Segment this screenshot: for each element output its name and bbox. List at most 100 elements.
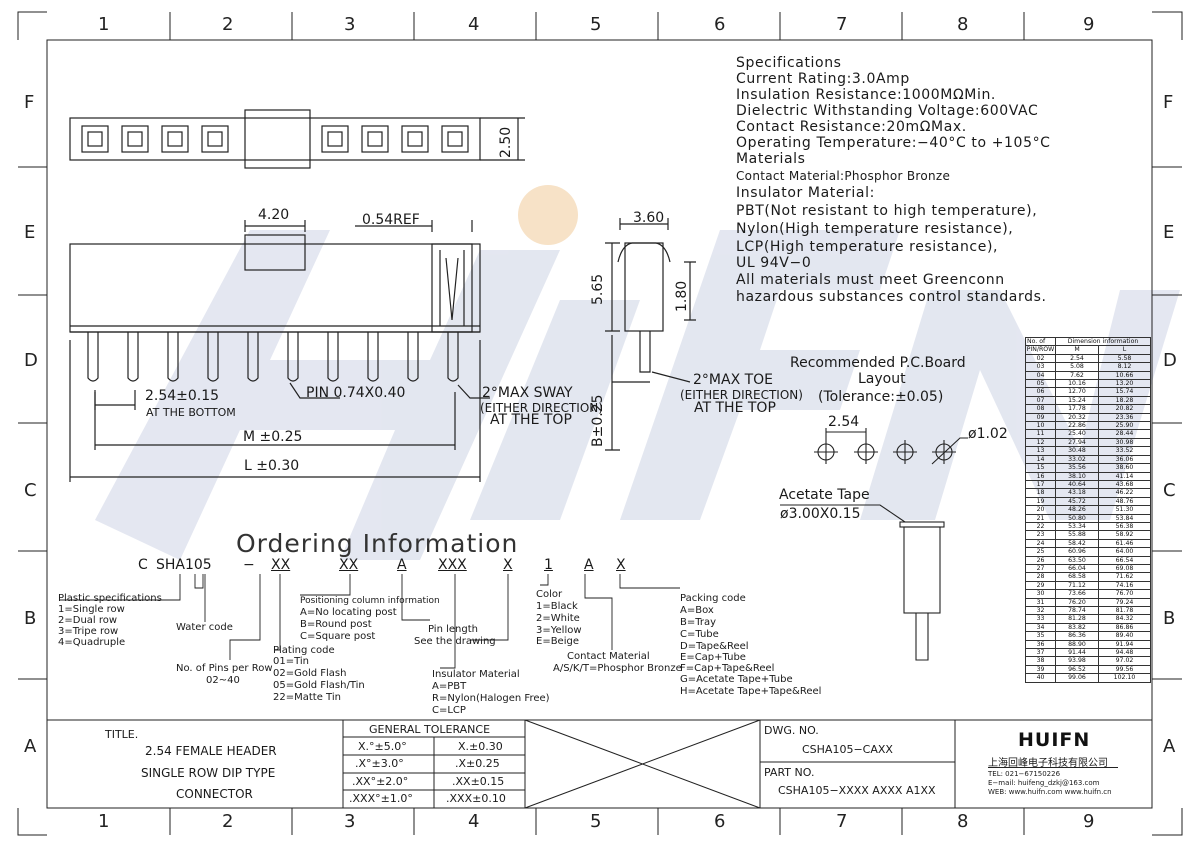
dim-table-l: 53.84	[1097, 513, 1152, 523]
dim-table-pins: 27	[1025, 563, 1056, 574]
water-code: Water code	[176, 622, 233, 633]
dim-table-m: 91.44	[1055, 648, 1099, 658]
dim-table-pins: 02	[1025, 353, 1056, 364]
dim-table-pins: 11	[1025, 429, 1056, 439]
row-label-right-a: A	[1163, 736, 1176, 757]
dim-width-360: 3.60	[633, 210, 665, 226]
col-label-top-3: 3	[344, 14, 356, 35]
order-code-dash: −	[243, 557, 255, 573]
dim-table-pins: 28	[1025, 572, 1056, 582]
dim-either: (EITHER DIRECTION)	[480, 401, 603, 415]
dim-pin: PIN 0.74X0.40	[306, 385, 406, 401]
spec-line: Current Rating:3.0Amp	[736, 71, 910, 87]
dim-table-l: 10.66	[1097, 370, 1152, 381]
dim-table-m: 22.86	[1055, 421, 1099, 431]
dim-table-m: 38.10	[1055, 471, 1099, 481]
col-label-top-1: 1	[98, 14, 110, 35]
col-label-bottom-5: 5	[590, 811, 602, 832]
dim-table-l: 41.14	[1097, 471, 1152, 481]
company-email: E−mail: huifeng_dzkj@163.com	[988, 779, 1100, 787]
dim-table-m: 76.20	[1055, 597, 1099, 608]
pcb-tolerance: (Tolerance:±0.05)	[818, 389, 944, 405]
col-label-top-5: 5	[590, 14, 602, 35]
dim-table-pins: 24	[1025, 538, 1056, 549]
dim-table-l: 30.98	[1097, 437, 1152, 448]
dim-table-m: 2.54	[1055, 353, 1099, 364]
dim-table-pins: 35	[1025, 631, 1056, 641]
packing-item: C=Tube	[680, 629, 719, 640]
packing-item: B=Tray	[680, 617, 717, 628]
dim-table-l: 20.82	[1097, 404, 1152, 414]
dim-table-l: 74.16	[1097, 580, 1152, 591]
dim-table-l: 23.36	[1097, 412, 1152, 423]
color-item: 1=Black	[536, 601, 578, 612]
tape-label: Acetate Tape	[779, 487, 870, 503]
dim-table-pins: 32	[1025, 605, 1056, 616]
dim-table-l: 56.38	[1097, 521, 1152, 532]
dim-toe: 2°MAX TOE	[693, 372, 774, 388]
plating-item: 22=Matte Tin	[273, 692, 341, 703]
dim-either-2: (EITHER DIRECTION)	[680, 388, 803, 402]
order-code-position: A	[397, 557, 407, 573]
col-label-top-8: 8	[957, 14, 969, 35]
positioning-item: A=No locating post	[300, 607, 397, 618]
tolerance-linear: .X±0.25	[455, 757, 500, 770]
packing-item: D=Tape&Reel	[680, 641, 749, 652]
dim-table-m: 73.66	[1055, 589, 1099, 599]
dim-table-m: 50.80	[1055, 513, 1099, 523]
contact-title: Contact Material	[567, 651, 650, 662]
dim-table-header-info: Dimension information	[1055, 336, 1151, 347]
dim-at-bottom: AT THE BOTTOM	[146, 406, 236, 419]
row-label-left-f: F	[24, 92, 35, 113]
spec-line: All materials must meet Greenconn	[736, 272, 1005, 288]
dim-table-l: 61.46	[1097, 538, 1152, 549]
pcb-holes	[814, 428, 968, 465]
dim-table-m: 93.98	[1055, 656, 1099, 666]
tolerance-header: GENERAL TOLERANCE	[369, 723, 491, 736]
dim-table-pins: 05	[1025, 379, 1056, 389]
col-label-bottom-1: 1	[98, 811, 110, 832]
row-label-right-e: E	[1163, 222, 1175, 243]
positioning-item: B=Round post	[300, 619, 372, 630]
dim-table-l: 58.92	[1097, 530, 1152, 540]
col-label-bottom-2: 2	[222, 811, 234, 832]
packing-item: A=Box	[680, 605, 714, 616]
ordering-title: Ordering Information	[236, 529, 519, 558]
dim-at-top-2: AT THE TOP	[694, 400, 776, 416]
part-number: CSHA105−XXXX AXXX A1XX	[778, 784, 936, 797]
dim-table-l: 36.06	[1097, 454, 1152, 465]
title-block-lines	[47, 719, 1152, 809]
insulator-item: A=PBT	[432, 681, 467, 692]
dim-table-m: 17.78	[1055, 404, 1099, 414]
dim-table-m: 10.16	[1055, 379, 1099, 389]
row-label-left-d: D	[24, 350, 38, 371]
packing-item: H=Acetate Tape+Tape&Reel	[680, 686, 822, 697]
spec-line: Insulation Resistance:1000MΩMin.	[736, 87, 996, 103]
col-label-bottom-9: 9	[1083, 811, 1095, 832]
packing-item: G=Acetate Tape+Tube	[680, 674, 793, 685]
dim-table-pins: 06	[1025, 387, 1056, 397]
tolerance-linear: X.±0.30	[458, 740, 503, 753]
company-tel: TEL: 021−67150226	[988, 770, 1061, 778]
dim-table-pins: 40	[1025, 673, 1056, 683]
plastic-spec-item: 1=Single row	[58, 604, 125, 615]
order-code-color: 1	[544, 557, 553, 573]
tolerance-linear: .XX±0.15	[452, 775, 505, 788]
dim-table-pins: 36	[1025, 639, 1056, 650]
dim-b: B±0.25	[590, 394, 606, 447]
company-divider	[988, 767, 1118, 768]
row-label-right-c: C	[1163, 480, 1176, 501]
